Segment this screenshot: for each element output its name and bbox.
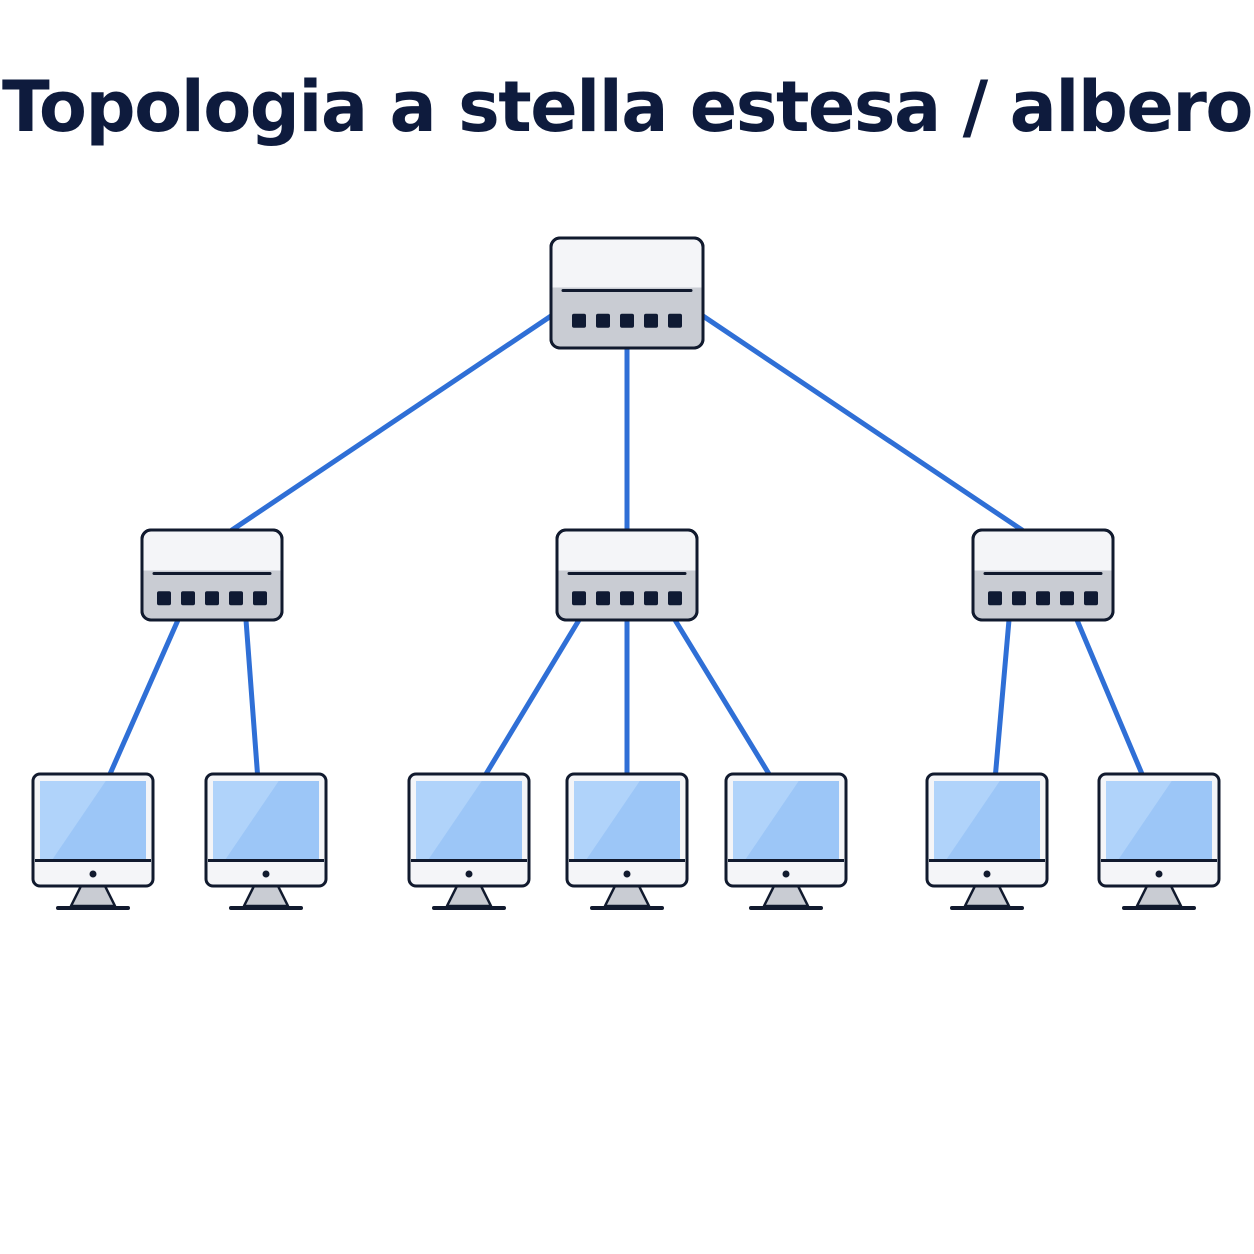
switch-port xyxy=(1012,591,1026,606)
desktop-computer-icon xyxy=(31,772,155,910)
switch-port xyxy=(1036,591,1050,606)
uplink-line xyxy=(700,313,1025,533)
network-devices xyxy=(31,236,1221,910)
power-indicator-icon xyxy=(465,870,473,878)
desktop-computer-icon xyxy=(204,772,328,910)
switch-port xyxy=(988,591,1002,606)
access-link-line xyxy=(1074,617,1145,777)
desktop-computer-icon xyxy=(407,772,531,910)
distribution-switch-icon xyxy=(140,528,284,622)
switch-port xyxy=(205,591,219,606)
switch-port xyxy=(157,591,171,606)
diagram-title: Topologia a stella estesa / albero xyxy=(1,66,1254,148)
distribution-switch-icon xyxy=(555,528,699,622)
switch-port xyxy=(620,591,634,606)
switch-port xyxy=(572,313,586,328)
power-indicator-icon xyxy=(782,870,790,878)
access-link-line xyxy=(483,617,582,777)
power-indicator-icon xyxy=(623,870,631,878)
power-indicator-icon xyxy=(983,870,991,878)
switch-port xyxy=(1060,591,1074,606)
core-switch-icon xyxy=(549,236,705,350)
desktop-computer-icon xyxy=(925,772,1049,910)
uplink-line xyxy=(229,313,554,533)
access-link-line xyxy=(672,617,772,777)
switch-port xyxy=(620,313,634,328)
access-link-line xyxy=(993,617,1012,777)
desktop-computer-icon xyxy=(565,772,689,910)
switch-port xyxy=(1084,591,1098,606)
access-link-line xyxy=(107,617,181,777)
switch-port xyxy=(572,591,586,606)
desktop-computer-icon xyxy=(724,772,848,910)
switch-port xyxy=(229,591,243,606)
switch-port xyxy=(253,591,267,606)
power-indicator-icon xyxy=(262,870,270,878)
distribution-switch-icon xyxy=(971,528,1115,622)
power-indicator-icon xyxy=(1155,870,1163,878)
switch-port xyxy=(596,313,610,328)
network-links xyxy=(107,313,1145,777)
switch-port xyxy=(181,591,195,606)
switch-port xyxy=(644,313,658,328)
switch-port xyxy=(596,591,610,606)
desktop-computer-icon xyxy=(1097,772,1221,910)
access-link-line xyxy=(243,617,260,777)
switch-port xyxy=(644,591,658,606)
power-indicator-icon xyxy=(89,870,97,878)
switch-port xyxy=(668,313,682,328)
switch-port xyxy=(668,591,682,606)
